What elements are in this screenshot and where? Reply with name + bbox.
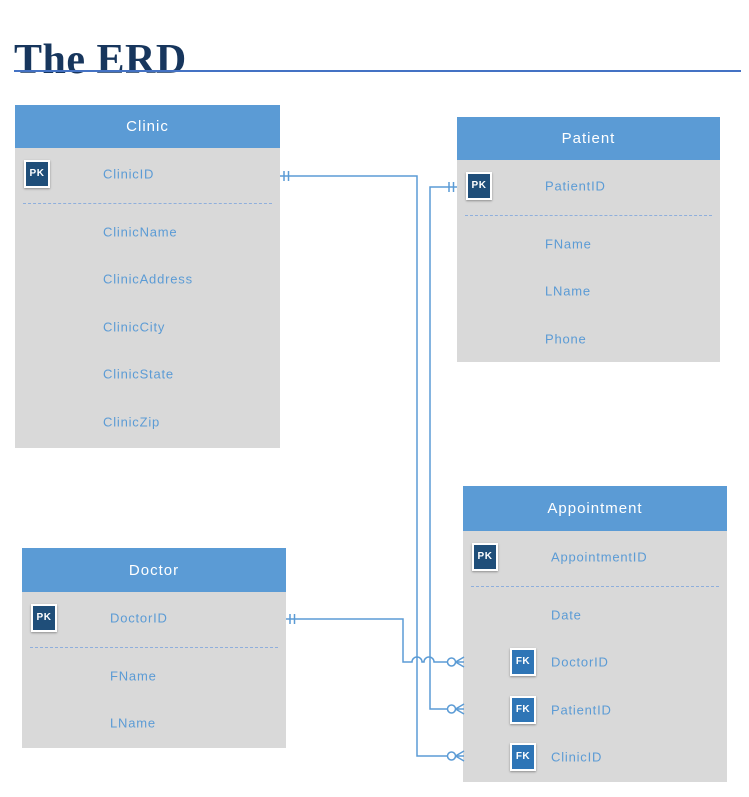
entity-doctor-header[interactable]: Doctor — [22, 548, 286, 592]
attribute-label: Phone — [545, 331, 587, 347]
attribute-label: PatientID — [545, 178, 606, 194]
one-cardinality-marker — [289, 614, 296, 624]
zero-cardinality-circle — [446, 657, 457, 667]
attribute-label: Date — [551, 607, 582, 623]
one-cardinality-marker — [283, 171, 290, 181]
attribute-row-cliniczip[interactable]: ClinicZip — [15, 398, 280, 446]
attribute-row-appointmentid[interactable]: PK AppointmentID — [463, 531, 727, 583]
pk-separator — [457, 212, 720, 220]
attribute-row-fname[interactable]: FName — [22, 652, 286, 700]
fk-badge: FK — [510, 695, 536, 724]
attribute-label: ClinicZip — [103, 414, 161, 430]
attribute-row-doctorid[interactable]: PK DoctorID — [22, 592, 286, 644]
attribute-label: PatientID — [551, 702, 612, 718]
pk-separator — [15, 200, 280, 208]
attribute-row-lname[interactable]: LName — [457, 268, 720, 316]
attribute-label: LName — [110, 715, 156, 731]
pk-separator — [22, 644, 286, 652]
attribute-row-patientid[interactable]: FK PatientID — [463, 686, 727, 734]
attribute-label: FName — [110, 668, 157, 684]
fk-badge: FK — [510, 743, 536, 772]
attribute-row-clinicstate[interactable]: ClinicState — [15, 351, 280, 399]
attribute-label: DoctorID — [551, 654, 609, 670]
attribute-label: ClinicID — [551, 749, 603, 765]
entity-title: Patient — [561, 130, 616, 147]
entity-title: Doctor — [128, 561, 180, 579]
attribute-label: FName — [545, 236, 592, 252]
pk-badge: PK — [472, 543, 498, 571]
attribute-row-doctorid[interactable]: FK DoctorID — [463, 639, 727, 687]
entity-patient-header[interactable]: Patient — [457, 117, 720, 160]
attribute-label: AppointmentID — [551, 549, 648, 565]
attribute-label: DoctorID — [110, 610, 168, 626]
pk-badge: PK — [31, 604, 57, 632]
pk-separator — [463, 583, 727, 591]
title-divider — [14, 70, 741, 72]
attribute-row-lname[interactable]: LName — [22, 700, 286, 748]
attribute-row-date[interactable]: Date — [463, 591, 727, 639]
attribute-row-cliniccity[interactable]: ClinicCity — [15, 303, 280, 351]
entity-title: Clinic — [126, 118, 169, 135]
attribute-label: ClinicAddress — [103, 271, 193, 287]
entity-clinic-header[interactable]: Clinic — [15, 105, 280, 148]
attribute-label: LName — [545, 283, 591, 299]
attribute-row-phone[interactable]: Phone — [457, 315, 720, 362]
attribute-label: ClinicState — [103, 366, 174, 382]
pk-badge: PK — [466, 172, 492, 200]
page-title: The ERD — [14, 37, 187, 84]
attribute-row-fname[interactable]: FName — [457, 220, 720, 268]
attribute-row-clinicid[interactable]: PK ClinicID — [15, 148, 280, 200]
zero-cardinality-circle — [446, 751, 457, 761]
attribute-label: ClinicCity — [103, 319, 166, 335]
entity-title: Appointment — [547, 500, 643, 517]
attribute-row-clinicaddress[interactable]: ClinicAddress — [15, 256, 280, 304]
pk-badge: PK — [24, 160, 50, 188]
attribute-row-clinicid[interactable]: FK ClinicID — [463, 734, 727, 782]
zero-cardinality-circle — [446, 704, 457, 714]
connector-doctor-appointment[interactable] — [286, 614, 465, 668]
one-cardinality-marker — [448, 182, 455, 192]
attribute-label: ClinicName — [103, 224, 178, 240]
fk-badge: FK — [510, 648, 536, 677]
attribute-row-clinicname[interactable]: ClinicName — [15, 208, 280, 256]
attribute-label: ClinicID — [103, 166, 155, 182]
entity-appointment-header[interactable]: Appointment — [463, 486, 727, 531]
attribute-row-patientid[interactable]: PK PatientID — [457, 160, 720, 212]
connector-clinic-appointment[interactable] — [280, 171, 465, 762]
